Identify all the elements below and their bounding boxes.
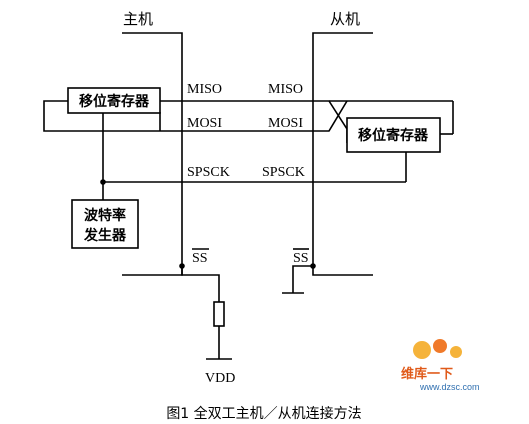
master-ss: SS VDD <box>179 248 235 386</box>
mosi-line: MOSI MOSI <box>43 100 348 132</box>
spsck-label-slave: SPSCK <box>262 165 305 180</box>
miso-label-master: MISO <box>187 82 222 97</box>
master-frame: 主机 <box>122 10 183 276</box>
pullup-resistor <box>213 301 225 327</box>
watermark: 维库一下 www.dzsc.com <box>401 339 480 392</box>
slave-ss-label: SS <box>293 251 309 266</box>
master-shift-register-label: 移位寄存器 <box>79 93 150 110</box>
miso-label-slave: MISO <box>268 82 303 97</box>
mosi-label-slave: MOSI <box>268 116 303 131</box>
figure-caption: 图1 全双工主机／从机连接方法 <box>166 405 361 422</box>
watermark-text-cn: 维库一下 <box>401 366 453 382</box>
watermark-url: www.dzsc.com <box>419 382 480 392</box>
baud-rate-generator: 波特率 发生器 <box>71 199 139 249</box>
slave-shift-register: 移位寄存器 <box>346 117 441 153</box>
watermark-mascot-icon <box>413 341 431 359</box>
slave-title: 从机 <box>330 10 360 28</box>
slave-frame: 从机 <box>312 10 373 276</box>
baud-generator-line2: 发生器 <box>83 227 127 244</box>
master-shift-register: 移位寄存器 <box>67 87 161 114</box>
master-ss-label: SS <box>192 251 208 266</box>
baud-generator-line1: 波特率 <box>84 207 126 224</box>
mosi-label-master: MOSI <box>187 116 222 131</box>
vdd-label: VDD <box>205 371 235 386</box>
master-title: 主机 <box>123 10 153 28</box>
slave-shift-register-label: 移位寄存器 <box>358 127 429 144</box>
slave-ss: SS <box>282 248 316 294</box>
spsck-line: SPSCK SPSCK <box>100 112 407 200</box>
spsck-label-master: SPSCK <box>187 165 230 180</box>
